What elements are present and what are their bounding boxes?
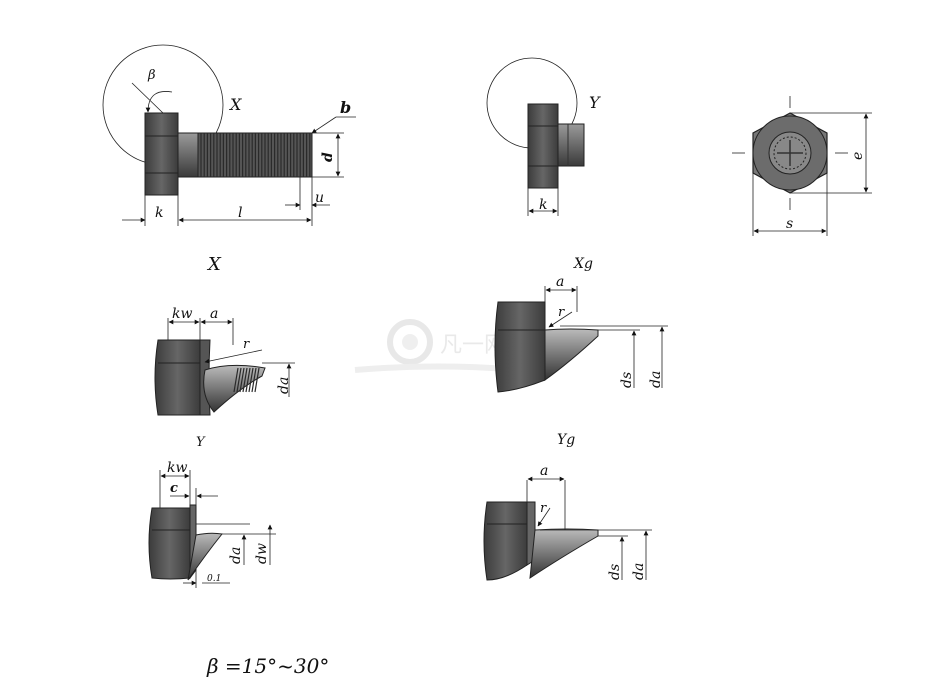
kw-label-x: kw (172, 306, 192, 322)
b-label: b (340, 98, 351, 117)
s-label: s (786, 216, 793, 232)
ds-label-yg: ds (607, 564, 623, 580)
ds-label-xg: ds (619, 372, 635, 388)
k-label-x: k (155, 205, 163, 221)
r-label-xg: r (558, 305, 565, 320)
detail-yg: Yg a r ds da (483, 432, 652, 581)
beta-arc (145, 91, 173, 113)
a-label-yg: a (540, 463, 548, 479)
beta-formula: β =15°~30° (206, 654, 329, 678)
a-label-x: a (210, 306, 218, 322)
da-label-xg: da (648, 371, 664, 388)
da-label-yg: da (631, 563, 647, 580)
kw-label-y: kw (167, 460, 187, 476)
u-label: u (315, 190, 324, 206)
bolt-shank-x (177, 132, 199, 178)
beta-label: β (147, 68, 156, 83)
detail-x-label: X (228, 95, 242, 114)
bolt-head-x (144, 112, 179, 196)
e-label: e (850, 152, 866, 160)
detail-y: Y kw c da dw 0.1 (148, 435, 276, 588)
bolt-head-y (527, 103, 559, 189)
detail-x-title: X (206, 254, 222, 275)
d-label: d (320, 152, 336, 162)
bolt-view-x: β X b d k l u (102, 44, 356, 226)
bolt-view-y: Y k (486, 57, 601, 216)
r-label-yg: r (540, 501, 547, 516)
detail-y-title: Y (196, 435, 206, 450)
a-label-xg: a (556, 274, 564, 290)
l-label: l (238, 205, 242, 221)
detail-y-label: Y (589, 93, 601, 112)
r-label-x: r (243, 337, 250, 352)
bolt-shank-y (557, 123, 585, 167)
da-label-y: da (228, 547, 244, 564)
tolerance-label-y: 0.1 (207, 574, 221, 584)
detail-x: X kw a r da (154, 254, 295, 416)
detail-yg-title: Yg (557, 432, 575, 448)
c-label-y: c (170, 481, 178, 496)
hex-end-view: e s (732, 96, 872, 236)
k-label-y: k (539, 197, 547, 213)
detail-xg-title: Xg (573, 256, 593, 272)
dw-label-y: dw (254, 543, 270, 564)
da-label-x: da (276, 377, 292, 394)
detail-xg: Xg a r ds da (494, 256, 668, 393)
